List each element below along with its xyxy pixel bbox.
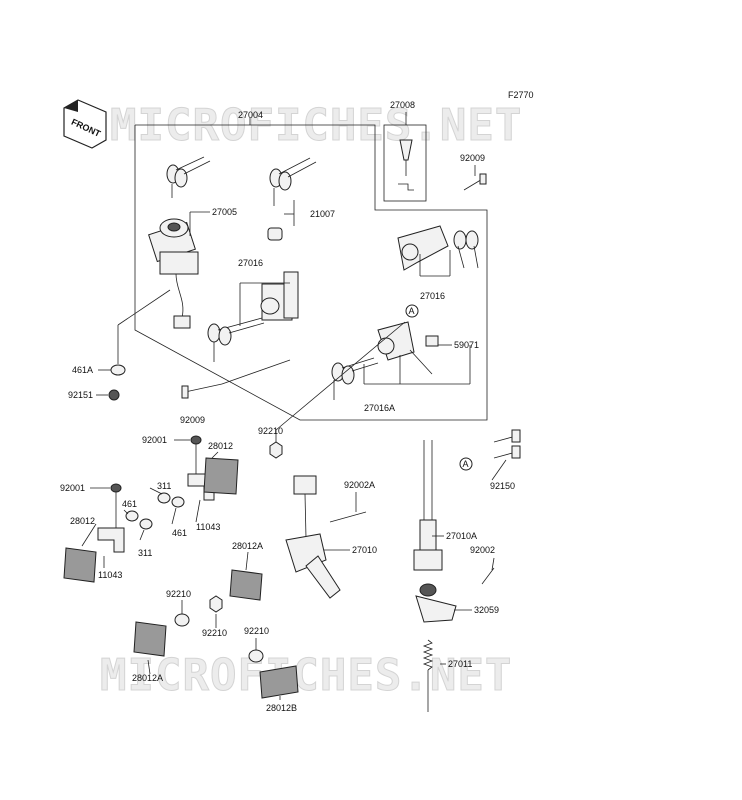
washer-92210-bottom xyxy=(248,649,264,663)
nut-92210-middle xyxy=(209,595,223,613)
svg-text:A: A xyxy=(409,306,415,316)
part-label-92210-middle: 92210 xyxy=(202,628,227,638)
nut-92210-top xyxy=(269,441,283,459)
bolts-92150 xyxy=(493,429,521,459)
callout-a-top: A xyxy=(405,304,419,318)
part-label-311-top: 311 xyxy=(157,481,171,491)
part-label-92150: 92150 xyxy=(490,481,515,491)
part-label-28012-top: 28012 xyxy=(208,441,233,451)
part-label-27004: 27004 xyxy=(238,110,263,120)
neutral-switch xyxy=(285,475,367,599)
part-label-27008: 27008 xyxy=(390,100,415,110)
part-label-92210-top: 92210 xyxy=(258,426,283,436)
bolt-lower xyxy=(181,359,291,399)
ignition-switch xyxy=(148,218,199,329)
bolt-top xyxy=(463,173,487,191)
part-label-461a: 461A xyxy=(72,365,93,375)
figure-code: F2770 xyxy=(508,90,534,100)
washer-92210-left xyxy=(174,613,190,627)
part-label-92002: 92002 xyxy=(470,545,495,555)
key-blank xyxy=(398,139,414,191)
washer-461a xyxy=(110,364,126,376)
part-label-28012b: 28012B xyxy=(266,703,297,713)
watermark-top: MICROFICHES.NET xyxy=(110,100,522,151)
part-label-92002a: 92002A xyxy=(344,480,375,490)
part-label-27016a: 27016A xyxy=(364,403,395,413)
part-label-27011: 27011 xyxy=(448,659,472,669)
pad-28012a-lower xyxy=(133,621,167,657)
key-pair-top-left xyxy=(166,156,211,198)
brake-pad-bracket-upper xyxy=(157,435,239,508)
part-label-27005: 27005 xyxy=(212,207,237,217)
part-label-92210-left: 92210 xyxy=(166,589,191,599)
part-label-92009-lower: 92009 xyxy=(180,415,205,425)
svg-text:A: A xyxy=(463,459,469,469)
kit-outline xyxy=(134,124,488,421)
callout-a-right: A xyxy=(459,457,473,471)
part-label-27016-left: 27016 xyxy=(238,258,263,268)
part-label-27010: 27010 xyxy=(352,545,377,555)
front-arrow-icon: FRONT xyxy=(63,99,107,149)
part-label-11043-top: 11043 xyxy=(196,522,220,532)
part-label-92001-lower: 92001 xyxy=(60,483,85,493)
stop-switch-cable xyxy=(413,440,495,623)
part-label-59071: 59071 xyxy=(454,340,479,350)
helmet-lock-right xyxy=(397,225,479,271)
part-label-92210-bottom: 92210 xyxy=(244,626,269,636)
part-label-32059: 32059 xyxy=(474,605,499,615)
part-label-28012a-lower: 28012A xyxy=(132,673,163,683)
key-blank-box xyxy=(383,124,427,202)
part-label-461-lower: 461 xyxy=(172,528,187,538)
part-label-28012-lower: 28012 xyxy=(70,516,95,526)
part-label-28012a-middle: 28012A xyxy=(232,541,263,551)
seat-lock-left xyxy=(207,271,299,362)
bolt-92151 xyxy=(108,389,120,401)
part-label-92001-top: 92001 xyxy=(142,435,167,445)
pad-28012a-middle xyxy=(229,569,263,601)
return-spring xyxy=(422,639,434,712)
watermark-bottom: MICROFICHES.NET xyxy=(100,650,512,701)
pad-28012b xyxy=(259,665,299,699)
leader-lines xyxy=(81,112,507,700)
part-label-11043-lower: 11043 xyxy=(98,570,122,580)
part-label-311-lower: 311 xyxy=(138,548,152,558)
part-label-27010a: 27010A xyxy=(446,531,477,541)
brake-pad-bracket-lower xyxy=(63,483,153,583)
part-label-27016-right: 27016 xyxy=(420,291,445,301)
part-label-21007: 21007 xyxy=(310,209,335,219)
lock-assembly-a xyxy=(331,321,439,400)
key-pair-top-middle xyxy=(267,157,317,241)
part-label-92009-top: 92009 xyxy=(460,153,485,163)
part-label-92151: 92151 xyxy=(68,390,93,400)
part-label-461-top: 461 xyxy=(122,499,137,509)
